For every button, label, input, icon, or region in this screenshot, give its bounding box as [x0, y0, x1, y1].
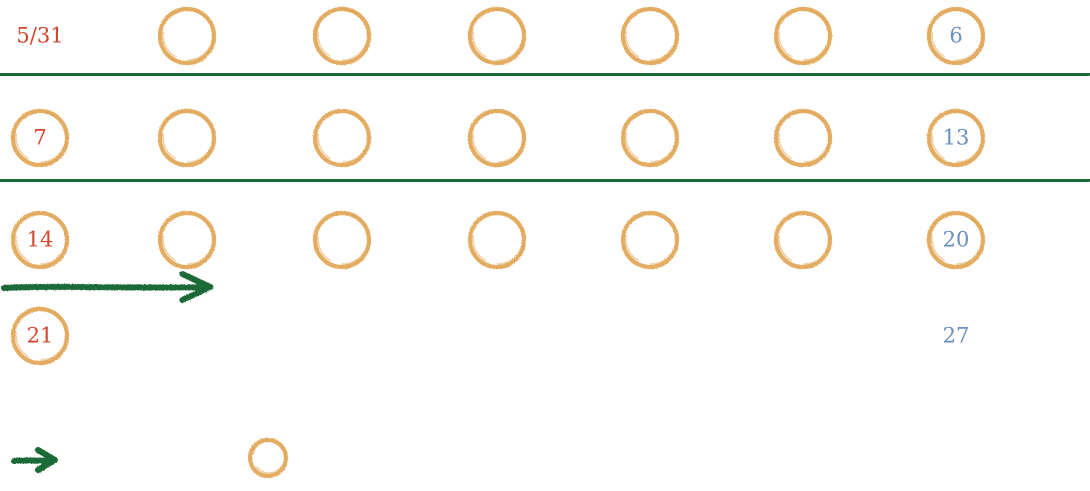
progress-arrow-icon	[1, 271, 214, 303]
day-cell[interactable]	[467, 210, 527, 270]
day-cell[interactable]	[157, 108, 217, 168]
day-cell[interactable]	[620, 6, 680, 66]
week-row: 7 13	[0, 108, 1090, 185]
day-cell[interactable]	[773, 108, 833, 168]
day-circle-icon	[773, 6, 833, 66]
day-cell-21[interactable]: 21	[10, 306, 70, 366]
day-circle-icon	[10, 306, 70, 366]
day-cell-20[interactable]: 20	[926, 210, 986, 270]
day-label: 13	[943, 126, 970, 150]
day-circle-icon	[926, 210, 986, 270]
day-circle-icon	[312, 108, 372, 168]
day-cell[interactable]	[312, 108, 372, 168]
day-cell[interactable]	[773, 6, 833, 66]
day-circle-icon	[157, 108, 217, 168]
day-circle-icon	[620, 210, 680, 270]
day-circle-icon	[773, 108, 833, 168]
day-label: 7	[33, 126, 46, 150]
circle-icon	[247, 437, 289, 479]
day-cell-13[interactable]: 13	[926, 108, 986, 168]
day-circle-icon	[312, 6, 372, 66]
day-cell[interactable]	[467, 6, 527, 66]
day-circle-icon	[312, 210, 372, 270]
week-divider-line	[0, 176, 1090, 185]
day-label: 5/31	[16, 24, 63, 48]
day-label: 6	[949, 24, 962, 48]
day-cell[interactable]	[157, 6, 217, 66]
day-circle-icon	[157, 6, 217, 66]
day-cell-6[interactable]: 6	[926, 6, 986, 66]
legend	[11, 437, 289, 479]
day-cell[interactable]	[312, 210, 372, 270]
day-circle-icon	[467, 210, 527, 270]
day-circle-icon	[10, 210, 70, 270]
day-circle-icon	[620, 108, 680, 168]
day-cell[interactable]	[620, 210, 680, 270]
day-cell-14[interactable]: 14	[10, 210, 70, 270]
day-label: 27	[943, 324, 970, 348]
week-row: 5/31 6	[0, 6, 1090, 79]
week-row: 21 27	[10, 306, 970, 366]
week-divider-line	[0, 70, 1090, 79]
day-label: 21	[27, 324, 54, 348]
day-circle-icon	[773, 210, 833, 270]
day-cell[interactable]	[773, 210, 833, 270]
day-cell-7[interactable]: 7	[10, 108, 70, 168]
day-circle-icon	[926, 6, 986, 66]
day-circle-icon	[157, 210, 217, 270]
day-circle-icon	[467, 6, 527, 66]
day-label: 20	[943, 228, 970, 252]
day-cell[interactable]	[467, 108, 527, 168]
day-cell[interactable]	[620, 108, 680, 168]
week-row: 14 20	[1, 210, 986, 303]
day-circle-icon	[10, 108, 70, 168]
day-circle-icon	[467, 108, 527, 168]
day-cell[interactable]	[312, 6, 372, 66]
day-cell-27[interactable]: 27	[943, 324, 970, 348]
day-circle-icon	[620, 6, 680, 66]
day-cell-5-31[interactable]: 5/31	[16, 24, 63, 48]
arrow-right-icon	[11, 447, 58, 473]
day-cell[interactable]	[157, 210, 217, 270]
tracker-grid: 5/31 6 7 13 14 20 21 27	[0, 6, 1090, 366]
day-label: 14	[27, 228, 54, 252]
day-circle-icon	[926, 108, 986, 168]
